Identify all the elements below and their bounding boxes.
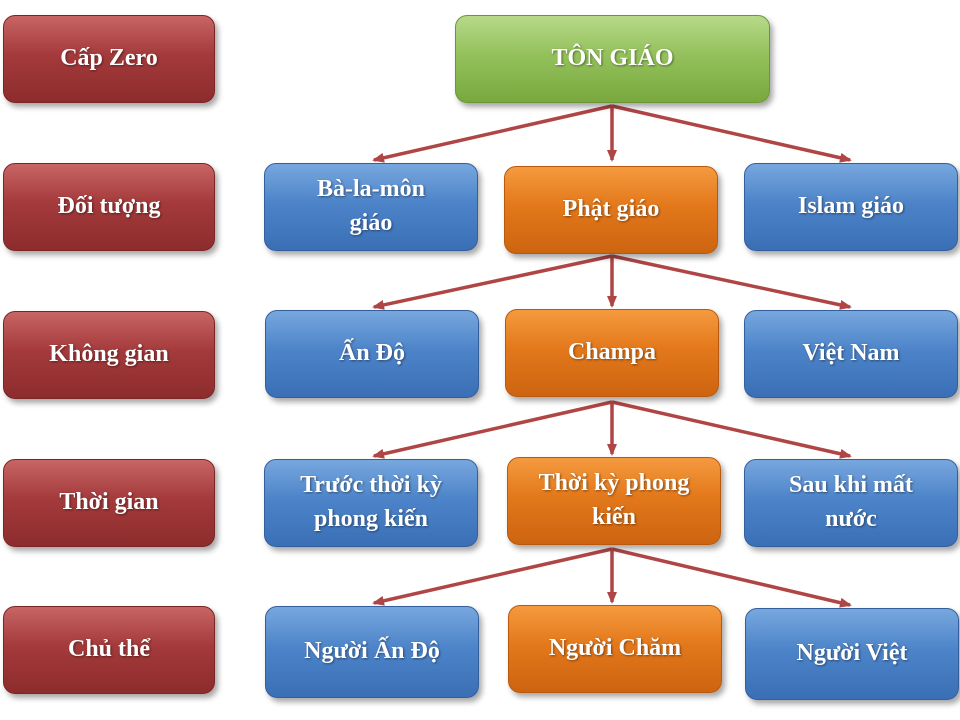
level-subject-label: Chủ thể — [3, 606, 215, 694]
arrow-champa-to-after — [611, 400, 852, 459]
arrow-feudal-to-viet — [611, 547, 852, 608]
node-buddhism: Phật giáo — [504, 166, 718, 254]
node-viet-people: Người Việt — [745, 608, 959, 700]
node-india: Ấn Độ — [265, 310, 479, 398]
node-feudal-period: Thời kỳ phong kiến — [507, 457, 721, 545]
node-brahmanism: Bà-la-môn giáo — [264, 163, 478, 251]
node-indian-people: Người Ấn Độ — [265, 606, 479, 698]
arrow-buddhism-to-india — [372, 254, 613, 310]
node-cham-people: Người Chăm — [508, 605, 722, 693]
arrow-champa-to-before — [372, 400, 613, 459]
node-before-feudal: Trước thời kỳ phong kiến — [264, 459, 478, 547]
level-time-label: Thời gian — [3, 459, 215, 547]
level-object-label: Đối tượng — [3, 163, 215, 251]
arrow-buddhism-to-vietnam — [611, 254, 852, 310]
arrow-root-to-islam — [611, 104, 852, 163]
node-after-losing-country: Sau khi mất nước — [744, 459, 958, 547]
level-space-label: Không gian — [3, 311, 215, 399]
node-islam: Islam giáo — [744, 163, 958, 251]
node-vietnam: Việt Nam — [744, 310, 958, 398]
root-node: TÔN GIÁO — [455, 15, 770, 103]
level-zero-label: Cấp Zero — [3, 15, 215, 103]
arrow-root-to-brahmanism — [372, 104, 613, 163]
node-champa: Champa — [505, 309, 719, 397]
arrow-feudal-to-indian — [372, 547, 613, 606]
